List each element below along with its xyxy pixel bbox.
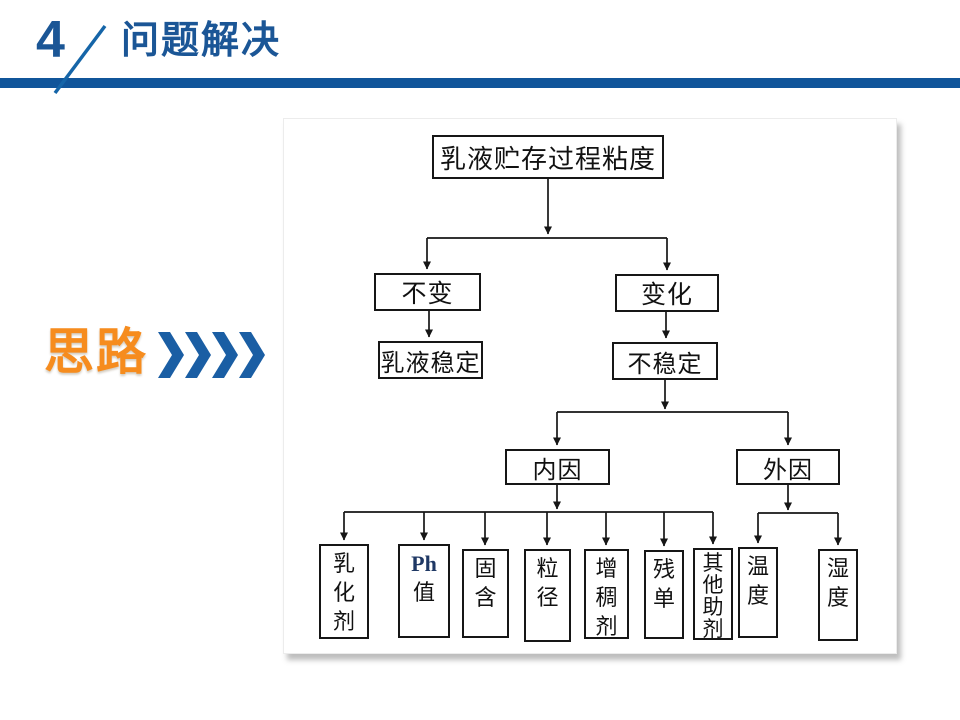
node-unstable: 不稳定 [612,342,718,380]
node-unchanged: 不变 [374,273,481,311]
lead-label-group: 思路 [44,326,272,378]
lead-label: 思路 [44,324,148,380]
node-factor-residual-monomer: 残单 [644,550,684,639]
chevrons-right-icon [158,332,265,378]
node-internal-cause: 内因 [505,449,610,485]
node-emulsion-stable: 乳液稳定 [378,341,483,379]
header-divider-bar [0,78,960,88]
node-factor-temperature: 温度 [738,547,778,638]
flowchart-connectors [340,179,842,547]
page-title: 问题解决 [121,20,282,62]
slash-decoration [53,24,107,95]
node-factor-other-additives: 其他助剂 [693,548,733,640]
node-root-viscosity: 乳液贮存过程粘度 [432,135,664,179]
node-changed: 变化 [615,274,719,312]
section-number: 4 [36,11,65,69]
node-external-cause: 外因 [736,449,840,485]
node-factor-humidity: 湿度 [818,549,858,641]
node-factor-solid-content: 固含 [462,549,509,638]
node-factor-emulsifier: 乳化剂 [319,544,369,639]
node-factor-particle-size: 粒径 [524,549,571,642]
node-factor-thickener: 增稠剂 [584,549,629,639]
